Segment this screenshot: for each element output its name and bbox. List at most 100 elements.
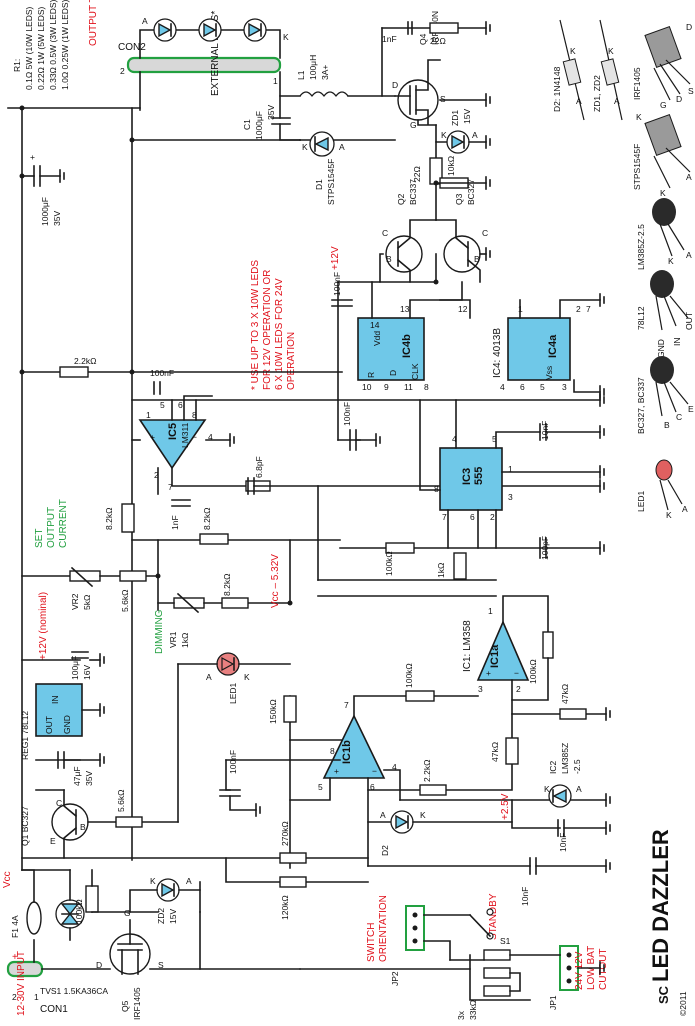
svg-text:K: K [570,46,576,56]
svg-text:GND: GND [656,339,666,358]
svg-text:IC4: 4013B: IC4: 4013B [492,328,503,378]
svg-text:D: D [686,22,692,32]
svg-text:A: A [142,16,148,26]
svg-text:Vss: Vss [544,366,554,380]
reg1-regulator: IN OUT GND REG1 78L12 [20,683,83,760]
svg-text:1nF: 1nF [382,34,397,44]
legend: D2: 1N4148 A K ZD1, ZD2 A K IRF1405 G D … [552,19,694,520]
l78-package: 78L12 GND IN OUT [636,270,694,358]
svg-text:D1: D1 [314,179,324,190]
svg-text:E: E [688,404,694,414]
external-led-1 [153,18,177,42]
svg-text:IRF1405: IRF1405 [632,67,642,100]
svg-text:2: 2 [154,470,159,480]
svg-text:K: K [283,32,289,42]
svg-text:13: 13 [400,304,410,314]
svg-text:10: 10 [362,382,372,392]
svg-text:100kΩ: 100kΩ [384,551,394,576]
svg-text:7: 7 [442,512,447,522]
svg-text:35V: 35V [52,211,62,226]
svg-text:47μF: 47μF [72,766,82,786]
svg-text:12-30V INPUT: 12-30V INPUT [16,951,27,1016]
svg-text:6.8pF: 6.8pF [254,456,264,478]
svg-text:K: K [636,112,642,122]
svg-text:Q3: Q3 [454,193,464,205]
svg-text:−: − [192,432,197,442]
svg-text:150kΩ: 150kΩ [268,699,278,724]
svg-text:FOR 12V OPERATION OR: FOR 12V OPERATION OR [262,270,273,390]
external-leds-label: EXTERNAL LEDS* [210,11,221,96]
svg-text:OUT: OUT [44,716,54,734]
svg-text:B: B [80,822,86,832]
svg-text:8.2kΩ: 8.2kΩ [222,574,232,596]
svg-text:G: G [660,100,667,110]
svg-text:7: 7 [586,304,591,314]
svg-text:K: K [544,784,550,794]
irf1405-package: IRF1405 G D S D [632,22,694,110]
svg-text:A: A [682,504,688,514]
svg-text:5.6kΩ: 5.6kΩ [116,790,126,812]
svg-text:3: 3 [562,382,567,392]
svg-text:IC1: LM358: IC1: LM358 [462,620,473,672]
svg-text:11: 11 [404,382,413,392]
svg-text:10nF: 10nF [540,421,550,440]
svg-text:1.0Ω 0.25W (1W LEDS): 1.0Ω 0.25W (1W LEDS) [60,0,70,90]
svg-text:0.22Ω 1W (5W LEDS): 0.22Ω 1W (5W LEDS) [36,6,46,90]
svg-text:IN: IN [50,696,60,705]
d2-diode: A K D2 [367,810,513,856]
svg-text:2.2kΩ: 2.2kΩ [74,356,96,366]
svg-text:D: D [392,80,398,90]
svg-text:2: 2 [516,684,521,694]
svg-text:5kΩ: 5kΩ [82,595,92,610]
output-to-leds-label: OUTPUT TO LEDS [88,0,99,46]
svg-text:STPS1545F: STPS1545F [632,144,642,190]
svg-text:STPS1545F: STPS1545F [326,159,336,205]
svg-text:+: + [30,152,35,162]
svg-text:D2: D2 [380,845,390,856]
svg-text:CLK: CLK [410,363,420,380]
svg-text:3: 3 [508,492,513,502]
svg-text:Vdd: Vdd [372,331,382,346]
svg-text:8.2kΩ: 8.2kΩ [202,508,212,530]
svg-text:E: E [50,836,56,846]
ic5-comparator: IC5 LM311 + − 1 5 6 8 4 2 7 [138,400,213,492]
svg-text:1kΩ: 1kΩ [180,633,190,648]
svg-text:BC337: BC337 [408,179,418,205]
external-led-2 [198,18,222,42]
svg-text:22Ω: 22Ω [412,166,422,182]
svg-text:4: 4 [392,762,397,772]
svg-text:7: 7 [344,700,349,710]
led-package: LED1 K A [636,459,688,520]
title-block: SC LED DAZZLER ©2011 [648,829,688,1016]
svg-text:100kΩ: 100kΩ [74,899,84,924]
svg-text:K: K [608,46,614,56]
jp2-jumper: JP2 [390,905,425,986]
stps1545f-package: STPS1545F K A K [632,112,692,198]
svg-text:LM311: LM311 [180,422,190,448]
svg-text:C: C [382,228,388,238]
svg-text:3: 3 [478,684,483,694]
svg-text:5: 5 [492,434,497,444]
svg-text:−: − [372,766,377,776]
svg-text:LM385Z-2.5: LM385Z-2.5 [636,224,646,270]
svg-text:8.2kΩ: 8.2kΩ [104,508,114,530]
svg-text:C: C [676,412,682,422]
svg-text:0.1Ω 5W (10W LEDS): 0.1Ω 5W (10W LEDS) [24,6,34,90]
svg-text:10nF: 10nF [520,887,530,906]
svg-text:D: D [388,370,398,376]
svg-text:R: R [366,372,376,378]
svg-text:Vcc – 5.32V: Vcc – 5.32V [270,554,281,608]
svg-text:ZD2: ZD2 [156,908,166,924]
svg-text:ORIENTATION: ORIENTATION [378,895,389,962]
svg-text:TVS1 1.5KA36CA: TVS1 1.5KA36CA [40,986,108,996]
svg-text:K: K [150,876,156,886]
svg-text:L1: L1 [296,70,306,80]
svg-text:IC1b: IC1b [341,740,353,764]
lm385-package: LM385Z-2.5 K A [636,198,692,270]
svg-text:K: K [302,142,308,152]
svg-text:IC3: IC3 [461,468,473,485]
svg-text:78L12: 78L12 [636,306,646,330]
ic2-reference: K A IC2 LM385Z -2.5 [544,743,582,808]
svg-text:16V: 16V [82,665,92,680]
